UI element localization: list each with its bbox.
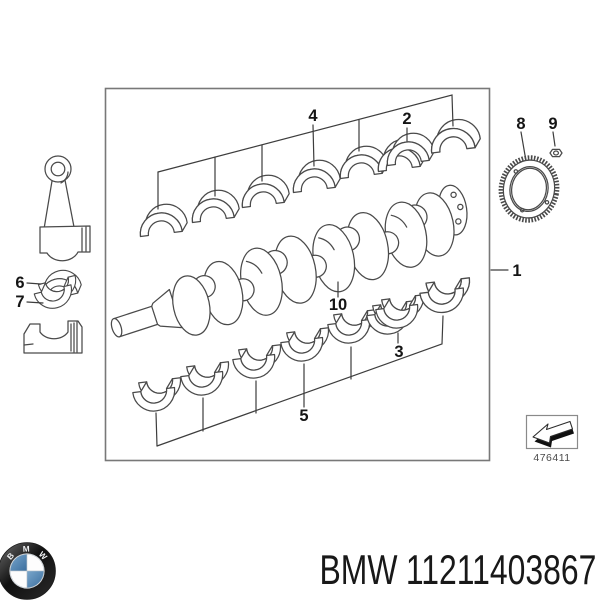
part-number-text: 11211403867	[405, 546, 596, 593]
logo-letter-m: M	[23, 544, 30, 553]
callout-5: 5	[299, 407, 308, 425]
callout-10: 10	[329, 296, 347, 314]
bearing-cap	[23, 320, 83, 354]
parts-diagram: 4 2 8 9 1 6 7 10 3 5 476411	[15, 87, 579, 464]
crankshaft-nose	[110, 288, 183, 338]
logo-letter-b: B	[5, 551, 16, 561]
callout-6: 6	[15, 274, 24, 292]
brand-text: BMW	[319, 546, 398, 593]
connecting-rod	[39, 155, 91, 262]
increment-ring-gear	[498, 155, 560, 223]
callout-lines	[26, 94, 556, 447]
thrust-bearing-lower	[365, 294, 428, 338]
callout-9: 9	[548, 115, 557, 133]
arrow-icon	[532, 420, 574, 448]
callout-1: 1	[512, 262, 521, 280]
rod-bearing-shells	[31, 265, 84, 313]
crankshaft	[110, 184, 468, 338]
part-title: BMW 11211403867	[319, 546, 596, 594]
callout-2: 2	[402, 110, 411, 128]
nut	[549, 148, 563, 158]
thrust-bearing-upper	[374, 130, 436, 173]
callout-8: 8	[516, 115, 525, 133]
bmw-logo: B M W	[0, 542, 56, 600]
callout-3: 3	[394, 343, 403, 361]
diagram-frame	[104, 87, 491, 462]
page-thumbnail: 476411	[525, 414, 579, 464]
logo-quarters	[9, 553, 45, 589]
callout-7: 7	[15, 293, 24, 311]
thumbnail-code: 476411	[533, 452, 570, 464]
callout-4: 4	[308, 107, 318, 125]
